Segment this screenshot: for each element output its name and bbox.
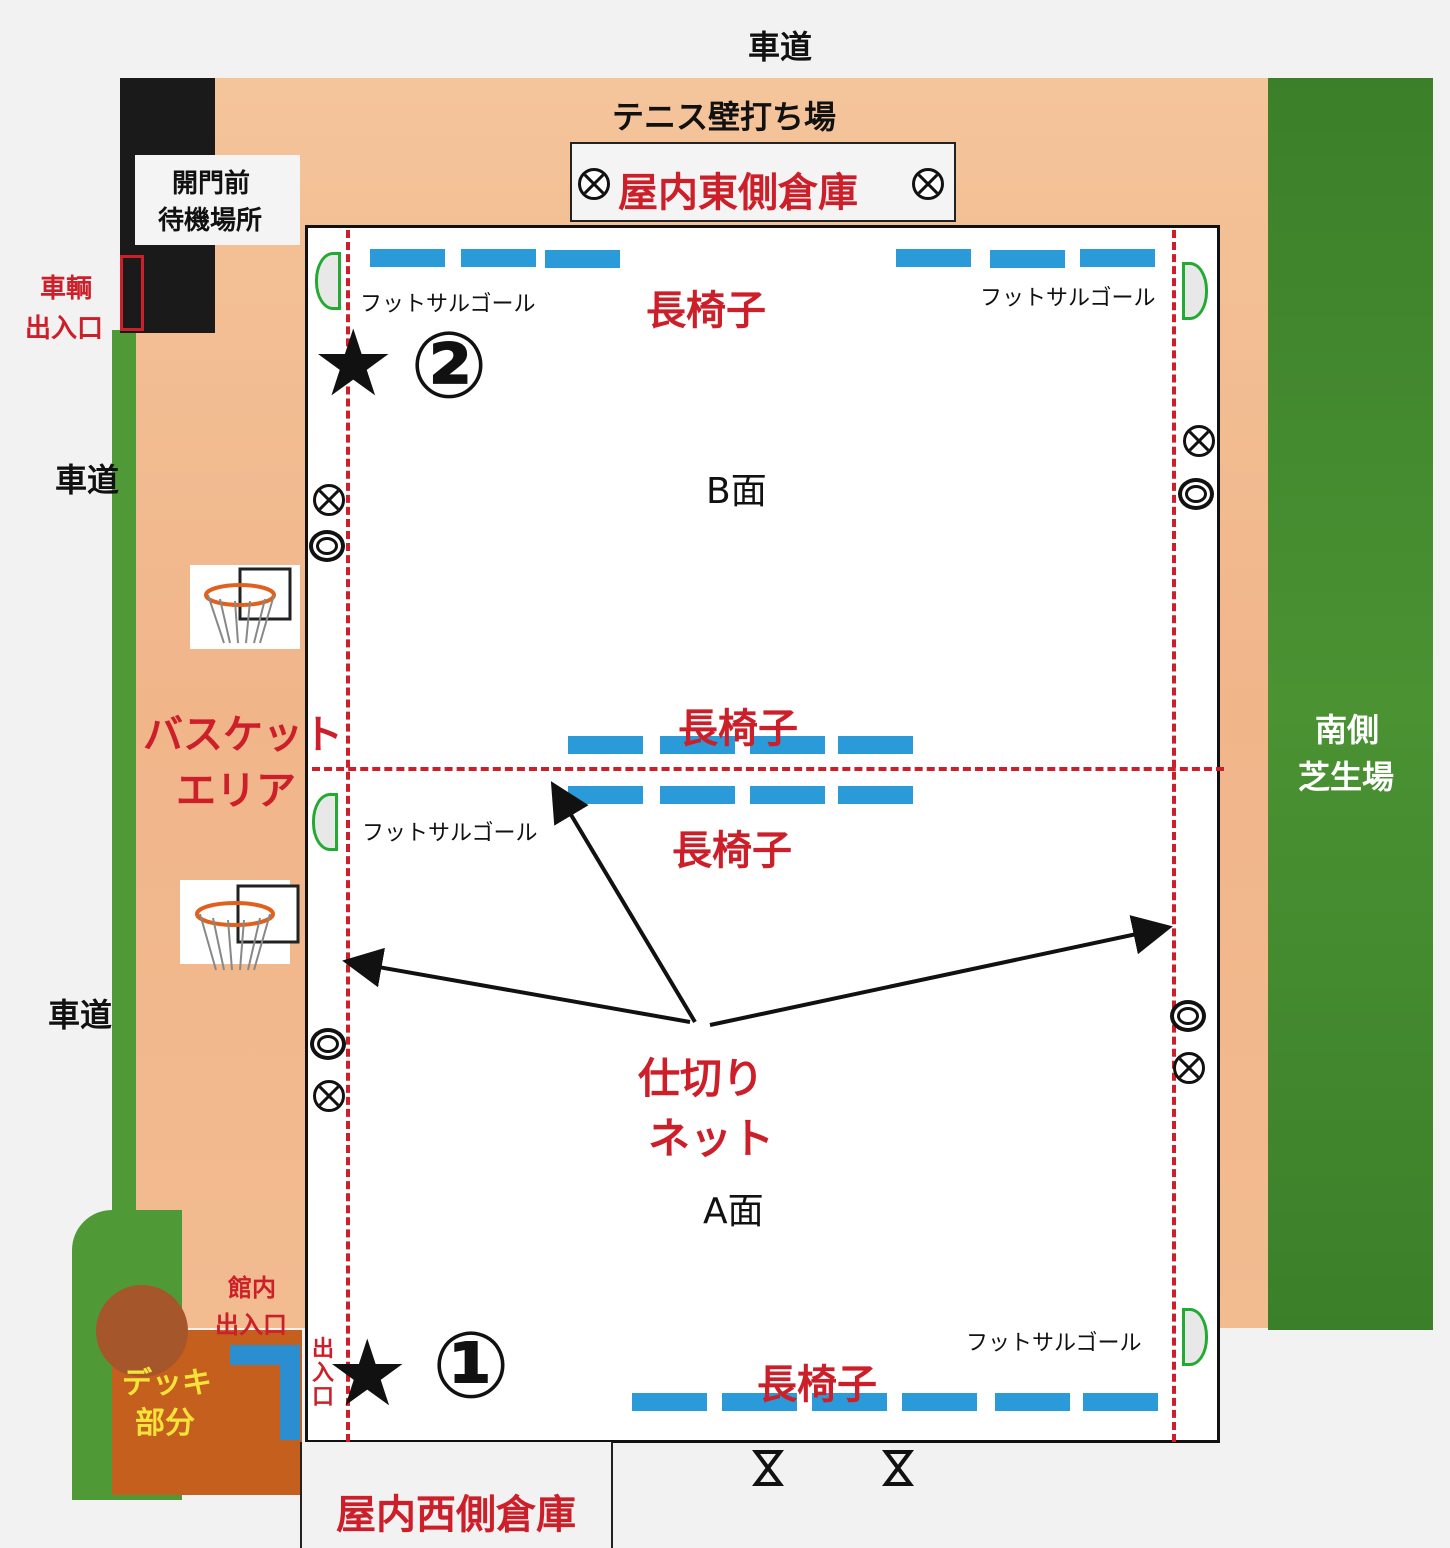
arrow-to-right-net: [709, 915, 1173, 1027]
east-storage-left-x-icon: [578, 168, 610, 200]
bench-top-left-1: [370, 249, 445, 267]
arrow-to-middle-net: [550, 781, 697, 1024]
vehicle-gate: [120, 255, 144, 331]
bench-mid-upper-3: [750, 736, 825, 754]
basket-area-line2: エリア: [176, 768, 296, 814]
marker-o-right-upper: [1178, 478, 1214, 510]
net-label-line1: 仕切り: [638, 1054, 765, 1103]
bench-bottom-1: [632, 1393, 707, 1411]
bench-mid-lower-2: [660, 786, 735, 804]
arrow-to-left-net: [342, 947, 691, 1024]
futsal-goal-label-bottom-right: フットサルゴール: [966, 1331, 1142, 1356]
east-storage-box: [570, 142, 956, 222]
building-entrance-line1: 館内: [228, 1274, 276, 1302]
basket-area-line1: バスケット: [143, 712, 343, 758]
bench-mid-upper-4: [838, 736, 913, 754]
bench-bottom-3: [812, 1393, 887, 1411]
south-lawn-line2: 芝生場: [1298, 758, 1395, 796]
bench-bottom-5: [995, 1393, 1070, 1411]
marker-one: ①: [432, 1312, 510, 1419]
bench-bottom-6: [1083, 1393, 1158, 1411]
marker-x-right-upper: [1183, 425, 1215, 457]
bench-top-right-2: [990, 250, 1065, 268]
waiting-area-box: [135, 155, 300, 245]
net-line-left: [346, 230, 350, 1442]
futsal-goal-top-left: [315, 252, 341, 310]
bench-top-left-2: [461, 249, 536, 267]
west-storage-label: 屋内西側倉庫: [336, 1492, 576, 1538]
bench-label-mid-upper: 長椅子: [678, 706, 798, 752]
side-entrance-label: 出入口: [312, 1337, 335, 1411]
tree: [96, 1285, 188, 1377]
bench-mid-lower-4: [838, 786, 913, 804]
bench-bottom-2: [722, 1393, 797, 1411]
futsal-goal-label-mid-left: フットサルゴール: [362, 821, 538, 846]
road-left-lower-label: 車道: [48, 996, 113, 1034]
south-lawn: [1268, 78, 1433, 1330]
bench-label-bottom: 長椅子: [757, 1362, 877, 1408]
south-lawn-line1: 南側: [1315, 711, 1380, 749]
hourglass-icon-2: [882, 1450, 914, 1486]
court: [305, 225, 1220, 1443]
bench-mid-upper-2: [660, 736, 735, 754]
bench-mid-lower-3: [750, 786, 825, 804]
futsal-goal-mid-left: [312, 793, 338, 851]
building-entrance-line2: 出入口: [215, 1311, 287, 1339]
left-green-strip: [112, 330, 136, 1330]
marker-o-left-upper: [309, 530, 345, 562]
deck-label-line2: 部分: [135, 1406, 195, 1441]
futsal-goal-label-top-left: フットサルゴール: [360, 292, 536, 317]
marker-x-right-lower: [1173, 1052, 1205, 1084]
bench-top-left-3: [545, 250, 620, 268]
marker-o-left-lower: [310, 1028, 346, 1060]
bench-bottom-4: [902, 1393, 977, 1411]
bench-top-right-1: [896, 249, 971, 267]
waiting-area-line1: 開門前: [172, 169, 251, 199]
marker-two: ②: [410, 312, 488, 419]
marker-x-left-lower: [313, 1080, 345, 1112]
marker-x-left-upper: [313, 484, 345, 516]
bench-label-mid-lower: 長椅子: [672, 828, 792, 874]
court-b-label: B面: [706, 471, 767, 512]
bench-label-top: 長椅子: [646, 288, 766, 334]
hourglass-icon-1: [752, 1450, 784, 1486]
basketball-hoop-icon-lower: [180, 880, 300, 971]
futsal-goal-label-top-right: フットサルゴール: [980, 286, 1156, 311]
vehicle-entrance-line2: 出入口: [25, 314, 104, 344]
road-top-label: 車道: [748, 28, 813, 66]
net-line-middle: [312, 767, 1224, 771]
east-storage-right-x-icon: [912, 168, 944, 200]
bench-mid-upper-1: [568, 736, 643, 754]
star-icon-2: ★: [312, 310, 395, 417]
deck-label-line1: デッキ: [122, 1366, 212, 1401]
east-storage-label: 屋内東側倉庫: [618, 170, 858, 216]
court-a-label: A面: [703, 1191, 764, 1232]
road-left-upper-label: 車道: [55, 461, 120, 499]
deck-entrance-path-vertical: [280, 1345, 300, 1440]
basketball-hoop-icon-upper: [190, 565, 300, 649]
west-storage-box: [300, 1442, 613, 1548]
net-line-right: [1172, 230, 1176, 1442]
marker-o-right-lower: [1170, 1000, 1206, 1032]
star-icon-1: ★: [326, 1320, 409, 1427]
bench-top-right-3: [1080, 249, 1155, 267]
vehicle-entrance-line1: 車輌: [40, 274, 93, 304]
waiting-area-line2: 待機場所: [158, 206, 263, 236]
net-label-line2: ネット: [648, 1114, 775, 1163]
tennis-wall-label: テニス壁打ち場: [612, 98, 837, 136]
